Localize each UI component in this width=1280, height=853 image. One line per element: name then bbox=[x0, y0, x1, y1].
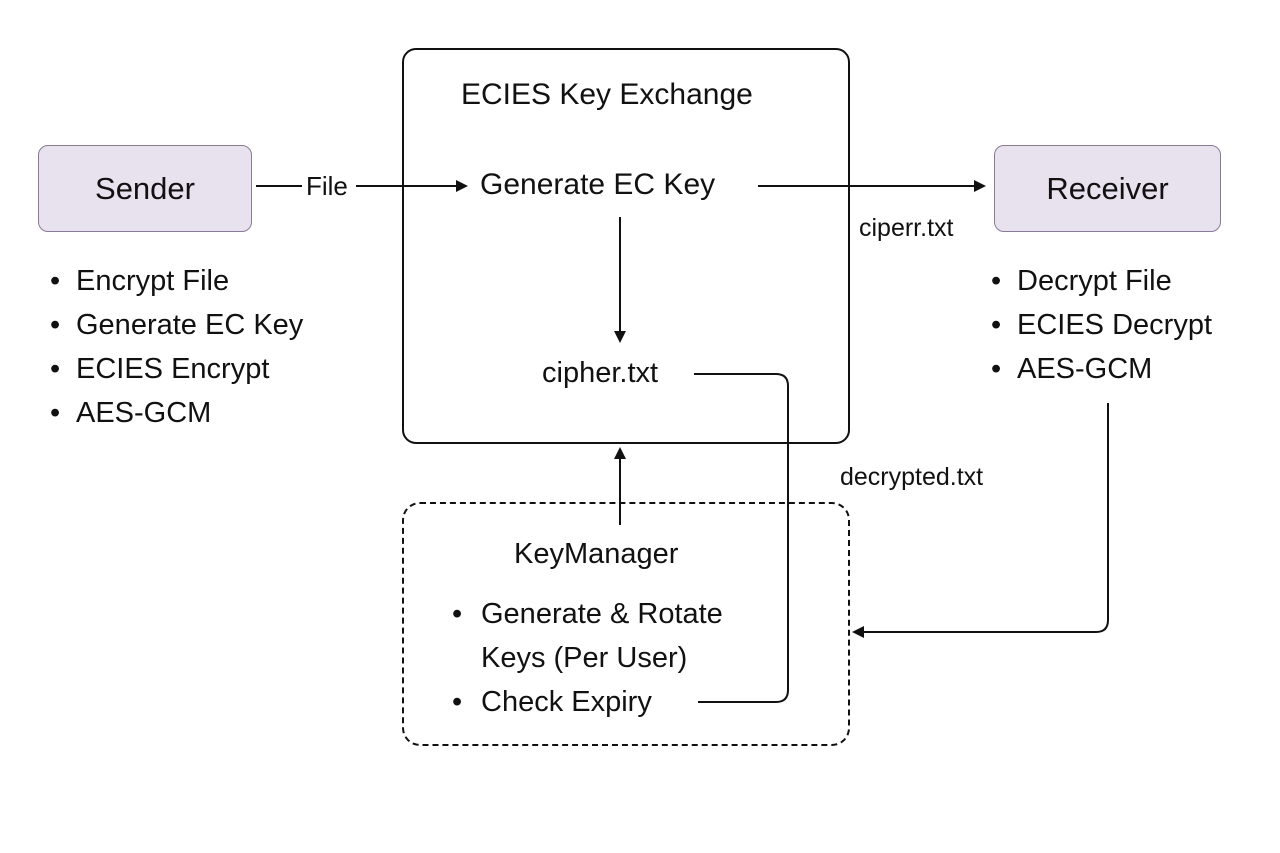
receiver-feature: ECIES Decrypt bbox=[989, 303, 1212, 347]
edge-label-ciperr: ciperr.txt bbox=[859, 214, 954, 242]
receiver-feature: Decrypt File bbox=[989, 259, 1212, 303]
sender-node: Sender bbox=[38, 145, 252, 232]
sender-feature: AES-GCM bbox=[48, 391, 303, 435]
diagram-title: ECIES Key Exchange bbox=[461, 78, 753, 111]
edge-label-decrypted: decrypted.txt bbox=[840, 463, 984, 491]
cipher-file-label: cipher.txt bbox=[542, 357, 659, 389]
key-manager-title: KeyManager bbox=[514, 538, 679, 570]
connector-cipher-to-check-expiry bbox=[694, 373, 789, 703]
edge-label-file: File bbox=[306, 171, 348, 201]
key-manager-box bbox=[402, 502, 850, 746]
key-manager-feature-rotate: Generate & Rotate bbox=[481, 598, 723, 630]
sender-label: Sender bbox=[95, 170, 195, 206]
generate-ec-key-step: Generate EC Key bbox=[480, 168, 716, 201]
receiver-feature-list: Decrypt File ECIES Decrypt AES-GCM bbox=[989, 259, 1212, 391]
receiver-feature: AES-GCM bbox=[989, 347, 1212, 391]
sender-feature: Encrypt File bbox=[48, 259, 303, 303]
sender-feature: Generate EC Key bbox=[48, 303, 303, 347]
key-manager-bullet: • bbox=[452, 686, 463, 718]
ecies-exchange-box bbox=[402, 48, 850, 444]
arrow-receiver-to-key-manager bbox=[852, 403, 1109, 638]
key-manager-feature-rotate-cont: Keys (Per User) bbox=[481, 642, 688, 674]
key-manager-feature-expiry: Check Expiry bbox=[481, 686, 652, 718]
receiver-label: Receiver bbox=[1046, 170, 1169, 206]
key-manager-bullet: • bbox=[452, 598, 463, 630]
sender-feature-list: Encrypt File Generate EC Key ECIES Encry… bbox=[48, 259, 303, 435]
sender-feature: ECIES Encrypt bbox=[48, 347, 303, 391]
receiver-node: Receiver bbox=[994, 145, 1221, 232]
